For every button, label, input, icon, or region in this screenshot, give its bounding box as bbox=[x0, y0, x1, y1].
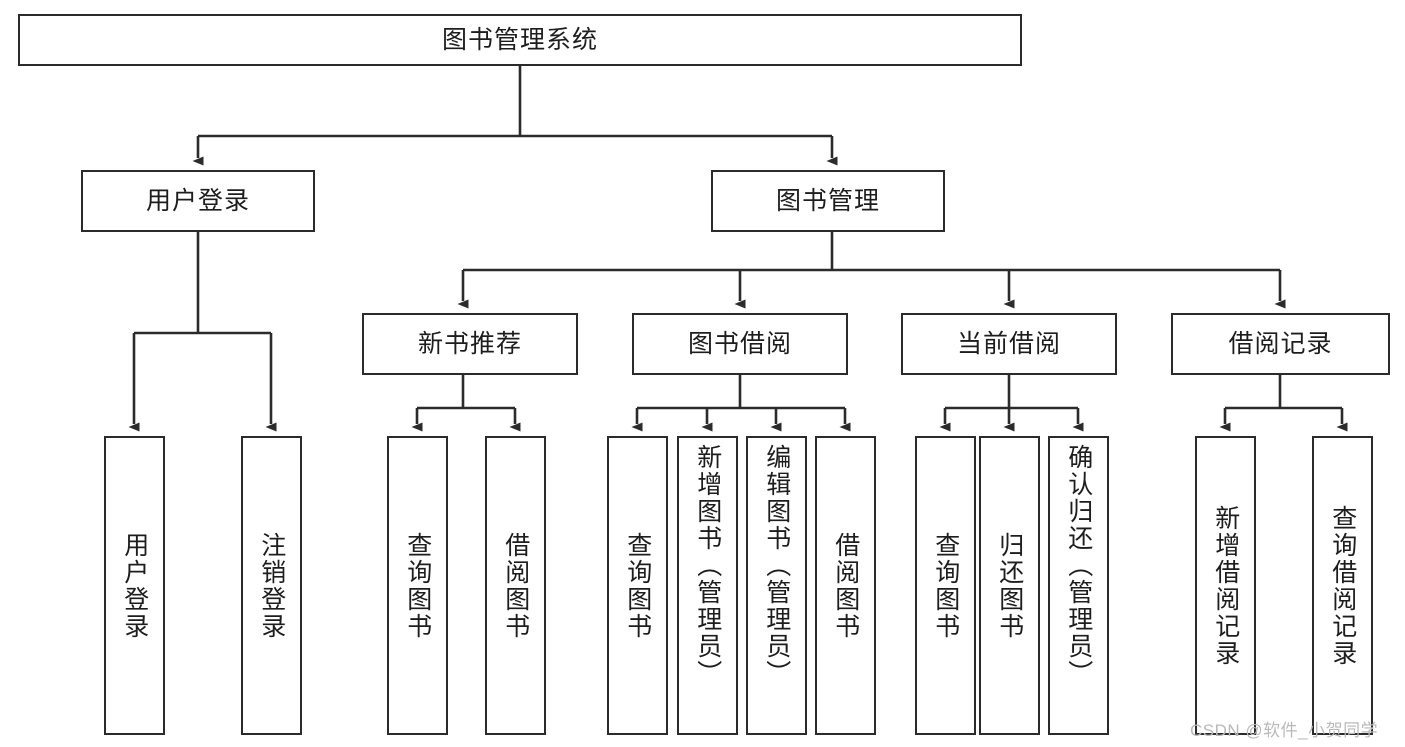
leaf-add-record[interactable]: 新增借阅记录 bbox=[1195, 436, 1256, 735]
leaf-query-book-2-label: 查询图书 bbox=[623, 531, 652, 640]
leaf-query-book-1-label: 查询图书 bbox=[403, 531, 432, 640]
node-book-manage-label: 图书管理 bbox=[775, 186, 880, 215]
node-current-borrow-label: 当前借阅 bbox=[956, 329, 1061, 358]
node-root-label: 图书管理系统 bbox=[441, 25, 598, 54]
csdn-watermark: CSDN @软件_小贺同学 bbox=[1190, 721, 1379, 740]
leaf-edit-book-label: 编辑图书（管理员） bbox=[762, 444, 791, 687]
leaf-borrow-book-1[interactable]: 借阅图书 bbox=[485, 436, 546, 735]
leaf-query-record[interactable]: 查询借阅记录 bbox=[1312, 436, 1373, 735]
leaf-query-book-2[interactable]: 查询图书 bbox=[607, 436, 668, 735]
leaf-add-record-label: 新增借阅记录 bbox=[1211, 504, 1240, 667]
node-user-login[interactable]: 用户登录 bbox=[81, 170, 315, 232]
leaf-user-login[interactable]: 用户登录 bbox=[104, 436, 165, 735]
node-new-book-recommendation-label: 新书推荐 bbox=[417, 329, 522, 358]
leaf-return-book[interactable]: 归还图书 bbox=[979, 436, 1040, 735]
leaf-query-book-3[interactable]: 查询图书 bbox=[915, 436, 976, 735]
node-book-manage[interactable]: 图书管理 bbox=[711, 170, 945, 232]
node-current-borrow[interactable]: 当前借阅 bbox=[901, 313, 1117, 375]
leaf-return-book-label: 归还图书 bbox=[995, 531, 1024, 640]
node-user-login-label: 用户登录 bbox=[145, 186, 250, 215]
node-new-book-recommendation[interactable]: 新书推荐 bbox=[362, 313, 578, 375]
leaf-confirm-return-label: 确认归还（管理员） bbox=[1064, 444, 1093, 687]
node-borrow-record[interactable]: 借阅记录 bbox=[1171, 313, 1390, 375]
leaf-query-book-1[interactable]: 查询图书 bbox=[387, 436, 448, 735]
node-root[interactable]: 图书管理系统 bbox=[18, 14, 1022, 66]
leaf-add-book[interactable]: 新增图书（管理员） bbox=[677, 436, 738, 735]
leaf-logout[interactable]: 注销登录 bbox=[241, 436, 302, 735]
leaf-user-login-label: 用户登录 bbox=[120, 531, 149, 640]
leaf-logout-label: 注销登录 bbox=[257, 531, 286, 640]
leaf-query-record-label: 查询借阅记录 bbox=[1328, 504, 1357, 667]
node-borrow-record-label: 借阅记录 bbox=[1228, 329, 1333, 358]
leaf-confirm-return[interactable]: 确认归还（管理员） bbox=[1048, 436, 1109, 735]
leaf-edit-book[interactable]: 编辑图书（管理员） bbox=[746, 436, 807, 735]
leaf-add-book-label: 新增图书（管理员） bbox=[693, 444, 722, 687]
leaf-borrow-book-1-label: 借阅图书 bbox=[501, 531, 530, 640]
node-book-borrow[interactable]: 图书借阅 bbox=[632, 313, 848, 375]
leaf-borrow-book-2-label: 借阅图书 bbox=[831, 531, 860, 640]
leaf-query-book-3-label: 查询图书 bbox=[931, 531, 960, 640]
node-book-borrow-label: 图书借阅 bbox=[687, 329, 792, 358]
leaf-borrow-book-2[interactable]: 借阅图书 bbox=[815, 436, 876, 735]
